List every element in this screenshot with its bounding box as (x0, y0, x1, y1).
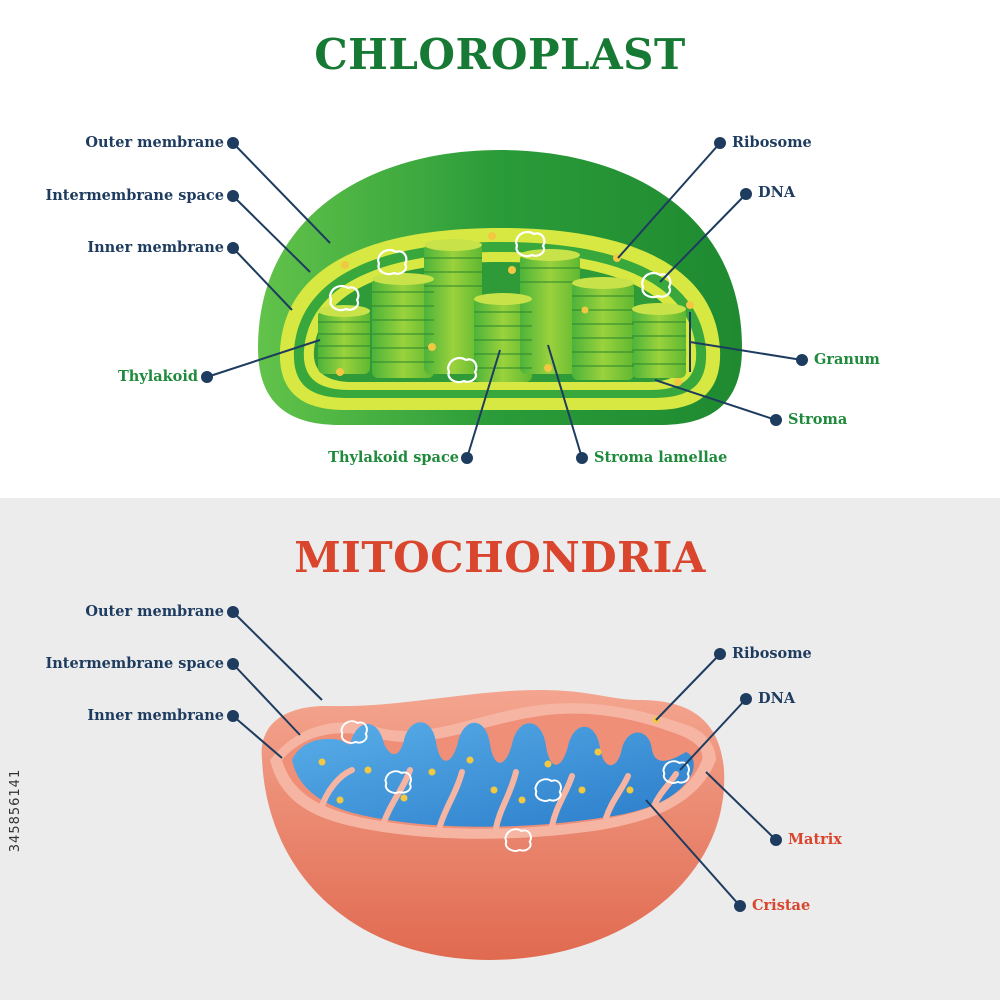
mitochondria-leader-lines (227, 606, 782, 912)
mitochondria-label-matrix: Matrix (788, 831, 842, 848)
chloroplast-leader-lines (201, 137, 808, 464)
chloroplast-label-thylakoid-space: Thylakoid space (328, 449, 459, 466)
chloroplast-title: CHLOROPLAST (314, 30, 686, 79)
grana-stacks (318, 239, 686, 382)
mitochondria-label-inner-membrane: Inner membrane (87, 707, 224, 724)
chloroplast-label-dna: DNA (758, 184, 796, 201)
chloroplast-label-thylakoid: Thylakoid (117, 368, 198, 385)
chloroplast-label-intermembrane-space: Intermembrane space (45, 187, 224, 204)
image-id-text: 345856141 (8, 768, 24, 853)
mitochondria-organelle (261, 690, 725, 960)
mitochondria-label-outer-membrane: Outer membrane (85, 603, 224, 620)
chloroplast-label-inner-membrane: Inner membrane (87, 239, 224, 256)
chloroplast-label-stroma: Stroma (788, 411, 848, 428)
chloroplast-label-granum: Granum (814, 351, 880, 368)
mitochondria-label-intermembrane-space: Intermembrane space (45, 655, 224, 672)
chloroplast-label-ribosome: Ribosome (732, 134, 812, 151)
chloroplast-ribosomes (336, 232, 694, 386)
chloroplast-label-stroma-lamellae: Stroma lamellae (594, 449, 728, 466)
mitochondria-label-ribosome: Ribosome (732, 645, 812, 662)
mitochondria-label-dna: DNA (758, 690, 796, 707)
chloroplast-organelle (258, 150, 742, 425)
mitochondria-title: MITOCHONDRIA (294, 533, 706, 582)
image-id-watermark: 345856141 (4, 768, 24, 858)
mitochondria-label-cristae: Cristae (752, 897, 811, 914)
chloroplast-label-outer-membrane: Outer membrane (85, 134, 224, 151)
